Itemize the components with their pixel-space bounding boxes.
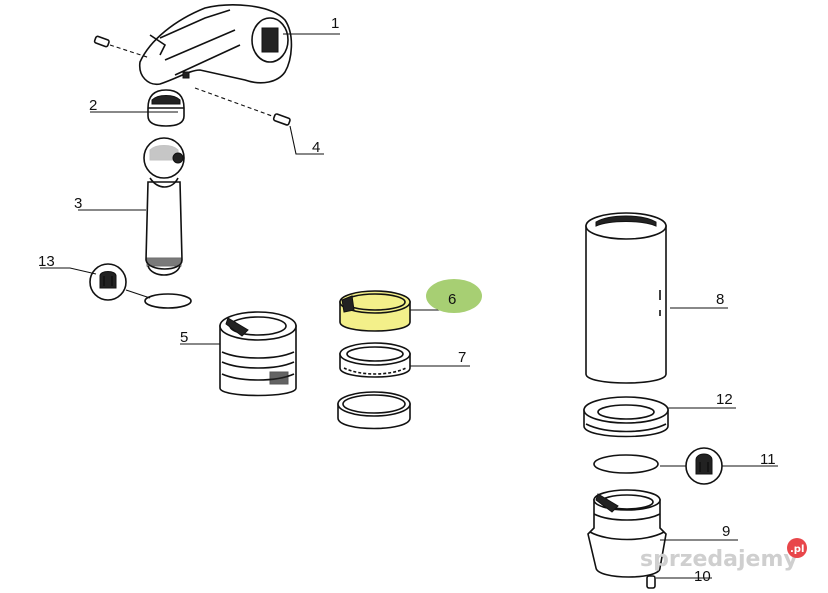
label-3: 3 (74, 195, 82, 212)
part-3-piston-rod (143, 137, 185, 276)
label-1: 1 (331, 15, 339, 32)
label-5: 5 (180, 329, 188, 346)
label-7: 7 (458, 349, 466, 366)
part-6-ring-highlighted (339, 290, 411, 332)
part-labels: 1 2 3 4 5 6 7 8 9 10 11 12 13 (38, 15, 776, 585)
part-13-seal (89, 263, 192, 309)
label-11: 11 (760, 451, 776, 468)
part-1-handle-housing (138, 4, 293, 86)
label-9: 9 (722, 523, 730, 540)
part-8-cylinder (585, 212, 667, 384)
watermark-badge-text: .pl (790, 544, 804, 555)
label-12: 12 (716, 391, 733, 408)
label-13: 13 (38, 253, 55, 270)
part-7-threaded-ring (339, 342, 411, 378)
part-9-base (587, 489, 667, 578)
plain-ring (337, 391, 411, 430)
label-6: 6 (448, 291, 456, 308)
part-2-cap (147, 89, 185, 127)
pin-upper (93, 35, 151, 59)
watermark-text: sprzedajemy (640, 547, 798, 572)
label-8: 8 (716, 291, 724, 308)
part-5-cartridge (219, 311, 297, 397)
part-12-seat (583, 396, 669, 438)
label-4: 4 (312, 139, 320, 156)
label-2: 2 (89, 97, 97, 114)
label-10: 10 (694, 568, 711, 585)
part-4-pin (194, 87, 291, 126)
label-6-highlight (426, 279, 482, 313)
watermark: sprzedajemy .pl (640, 538, 807, 572)
part-11-seal (593, 447, 723, 485)
leader-lines (40, 33, 778, 579)
watermark-badge (787, 538, 807, 558)
part-10-screw (646, 575, 656, 589)
